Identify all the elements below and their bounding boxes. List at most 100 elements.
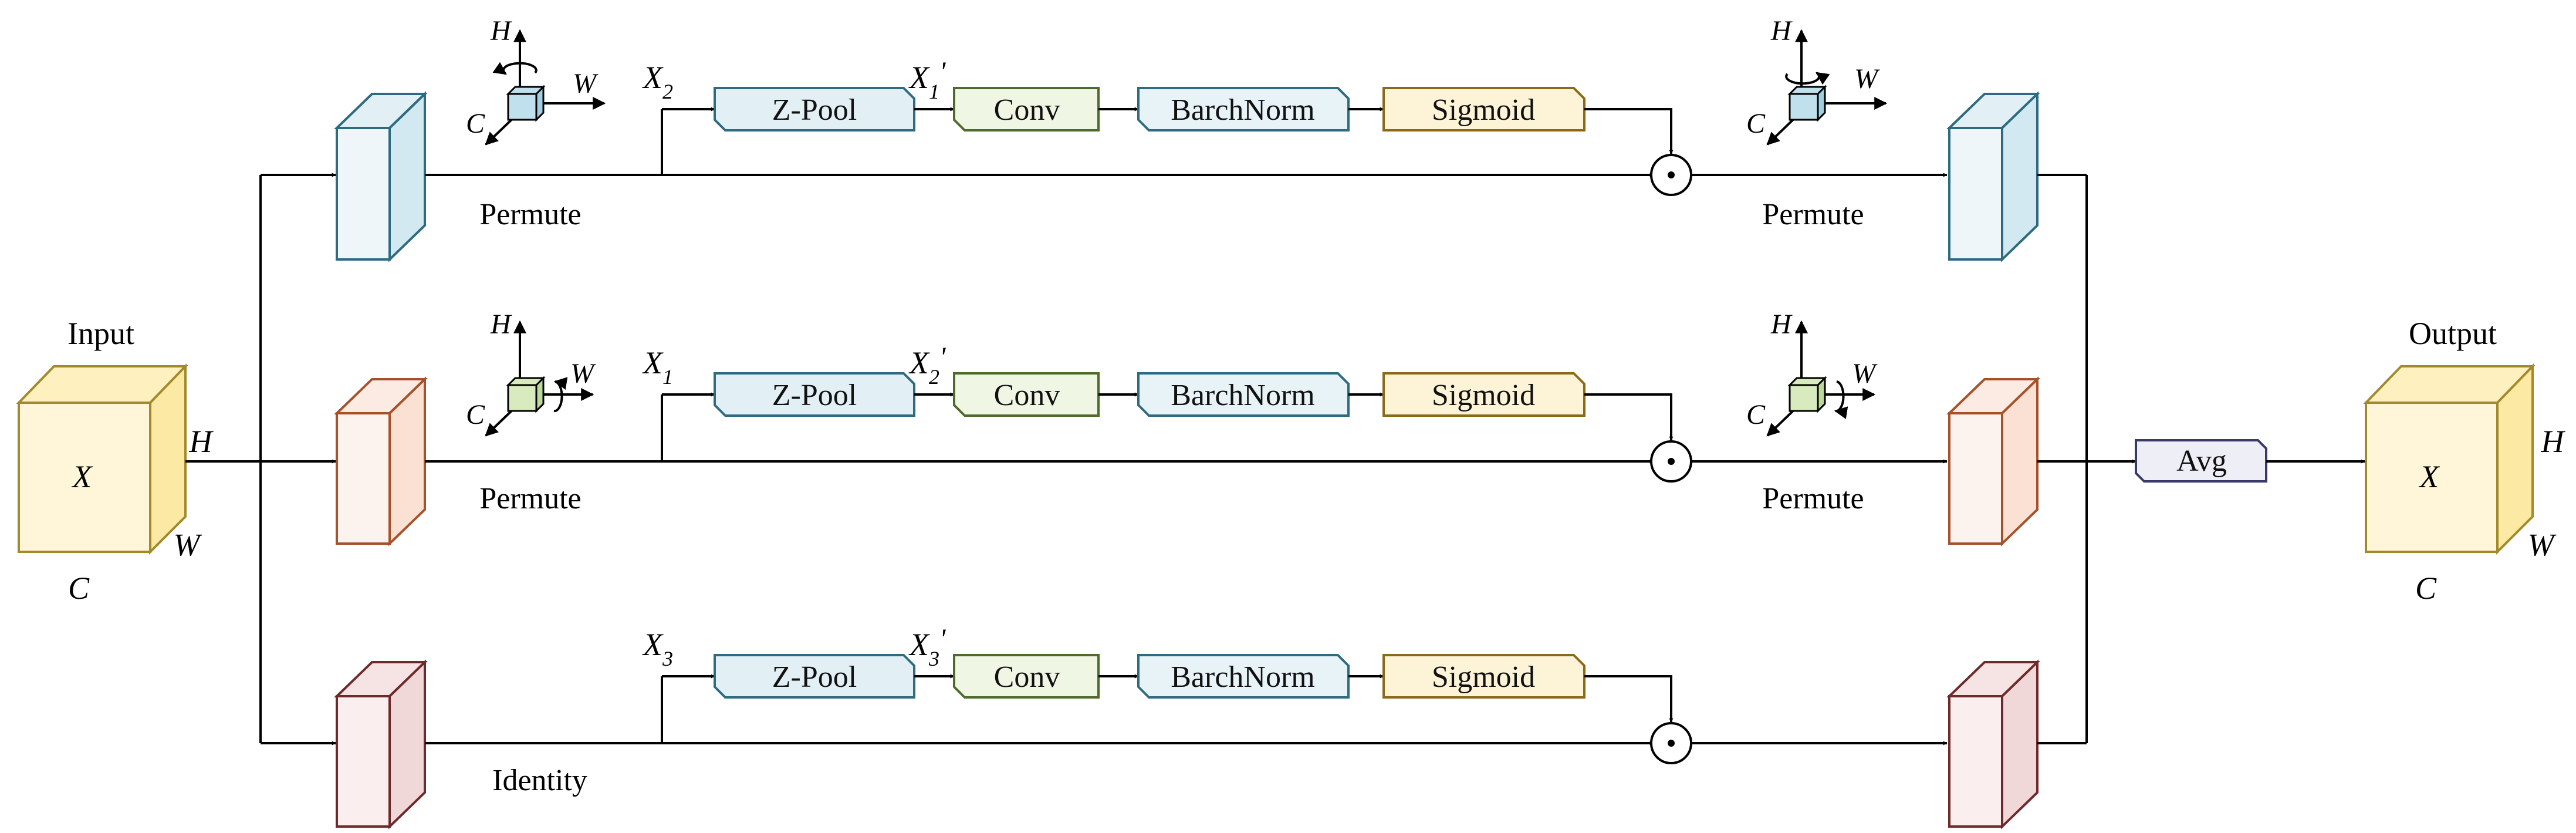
branch-3-sigmoid-text: Sigmoid <box>1432 660 1535 694</box>
axis-w-label: W <box>570 358 596 389</box>
small-cube-side <box>535 376 545 413</box>
branch-2-zpool-shape <box>714 372 915 417</box>
branch-2-sigmoid-box: Sigmoid <box>1382 372 1586 417</box>
output-cube <box>2363 363 2536 555</box>
branch-1-batchnorm-box: BarchNorm <box>1137 87 1350 131</box>
branch-1-zpool-text: Z-Pool <box>772 93 857 127</box>
branch-2-right-slab <box>1946 376 2040 547</box>
branch-3-zpool-text: Z-Pool <box>772 660 857 694</box>
branch-1-batchnorm-shape <box>1137 87 1350 131</box>
branch-3-conv-box: Conv <box>953 654 1100 699</box>
branch-2-batchnorm-shape <box>1137 372 1350 417</box>
branch-2-multiply-dot <box>1668 458 1675 465</box>
rotation-icon <box>553 377 568 413</box>
axis-c-label: C <box>466 108 485 139</box>
axis-w-label: W <box>1854 63 1880 95</box>
avg-shape <box>2135 439 2267 483</box>
branch-2-left-slab <box>334 376 428 547</box>
input-w-label: W <box>174 527 203 562</box>
axis-h-label: H <box>1770 309 1793 340</box>
branch-3-conv-shape <box>953 654 1100 699</box>
branch-1-zpool-shape <box>714 87 915 131</box>
branch-3-left-slab <box>334 659 428 829</box>
branch-1-right-slab-front <box>1948 127 2003 261</box>
branch-2-sigmoid-shape <box>1382 372 1586 417</box>
output-h-label: H <box>2541 424 2566 459</box>
branch-2-zpool-text: Z-Pool <box>772 379 857 412</box>
branch-3-batchnorm-box: BarchNorm <box>1137 654 1350 699</box>
branch-2-left-op-label: Permute <box>479 482 581 515</box>
input-x-label: X <box>72 459 93 494</box>
branch-1-input-label: X2 <box>642 60 673 103</box>
input-cube-front <box>18 402 151 553</box>
branch-1-mid-label: X1' <box>908 56 946 103</box>
branch-1-zpool-box: Z-Pool <box>714 87 915 131</box>
branch-1-left-op-label: Permute <box>479 198 581 231</box>
output-w-label: W <box>2528 527 2557 562</box>
input-c-label: C <box>68 571 90 606</box>
branch-3: X3 X3' Z-Pool Conv BarchNorm Sigmoid Ide… <box>334 623 2087 829</box>
branch-2-zpool-box: Z-Pool <box>714 372 915 417</box>
branch-3-left-op-label: Identity <box>492 764 587 797</box>
input-cube <box>16 363 188 555</box>
small-cube-front <box>1789 384 1819 412</box>
branch-2-batchnorm-text: BarchNorm <box>1171 379 1314 412</box>
branch-2-conv-box: Conv <box>953 372 1100 417</box>
branch-2-right-op-label: Permute <box>1762 482 1864 515</box>
avg-box: Avg <box>2135 439 2267 483</box>
branch-2-sigmoid-to-mult <box>1584 393 1674 441</box>
branch-3-batchnorm-text: BarchNorm <box>1171 660 1314 694</box>
axis-w-label: W <box>1852 358 1878 389</box>
branch-1-conv-box: Conv <box>953 87 1100 131</box>
branch-1-left-axis-icon: H W C <box>466 15 606 146</box>
branch-1-sigmoid-shape <box>1382 87 1586 131</box>
small-cube-side <box>1817 376 1826 413</box>
branch-3-left-slab-front <box>336 695 391 828</box>
branch-2-conv-text: Conv <box>994 379 1060 412</box>
branch-1-multiply-dot <box>1668 171 1675 178</box>
axis-c-label: C <box>466 399 485 430</box>
branch-1-left-slab <box>334 91 428 262</box>
output-cube-front <box>2365 402 2499 553</box>
branch-2-conv-shape <box>953 372 1100 417</box>
branch-3-sigmoid-box: Sigmoid <box>1382 654 1586 699</box>
branch-1-right-axis-icon: H W C <box>1746 15 1888 146</box>
branch-3-mid-label: X3' <box>908 623 946 670</box>
branch-3-sigmoid-shape <box>1382 654 1586 699</box>
branch-2-input-label: X1 <box>642 345 673 389</box>
branch-2: X1 X2' Z-Pool Conv BarchNorm Sigmoid Per… <box>334 309 2087 547</box>
branch-3-input-label: X3 <box>642 627 673 670</box>
branch-3-zpool-shape <box>714 654 915 699</box>
branch-1-left-slab-front <box>336 127 391 261</box>
branch-3-right-slab-front <box>1948 695 2003 828</box>
small-cube-side <box>535 85 545 122</box>
small-cube-front <box>507 93 537 121</box>
branch-2-multiply-node <box>1650 440 1692 483</box>
branch-2-sigmoid-text: Sigmoid <box>1432 379 1535 412</box>
output-c-label: C <box>2415 571 2437 606</box>
branch-1-sigmoid-box: Sigmoid <box>1382 87 1586 131</box>
branch-1-conv-shape <box>953 87 1100 131</box>
input-title: Input <box>67 316 134 351</box>
branch-1-sigmoid-text: Sigmoid <box>1432 93 1535 127</box>
small-cube-front <box>1789 93 1819 121</box>
branch-3-sigmoid-to-mult <box>1584 675 1674 723</box>
branch-2-right-axis-icon: H W C <box>1746 309 1878 437</box>
branch-2-batchnorm-box: BarchNorm <box>1137 372 1350 417</box>
branch-3-conv-text: Conv <box>994 660 1060 694</box>
branch-1-conv-text: Conv <box>994 93 1060 127</box>
branch-3-right-slab <box>1946 659 2040 829</box>
axis-w-label: W <box>573 68 599 99</box>
branch-1-sigmoid-to-mult <box>1584 108 1674 154</box>
axis-c-label: C <box>1746 108 1766 139</box>
avg-text: Avg <box>2176 444 2227 478</box>
branch-1-multiply-node <box>1650 154 1692 196</box>
branch-1-batchnorm-text: BarchNorm <box>1171 93 1314 127</box>
axis-c-label: C <box>1746 399 1766 430</box>
branch-3-multiply-dot <box>1668 740 1675 747</box>
axis-h-label: H <box>1770 15 1793 46</box>
input-h-label: H <box>189 424 214 459</box>
output-x-label: X <box>2419 459 2440 494</box>
branch-1-right-op-label: Permute <box>1762 198 1864 231</box>
